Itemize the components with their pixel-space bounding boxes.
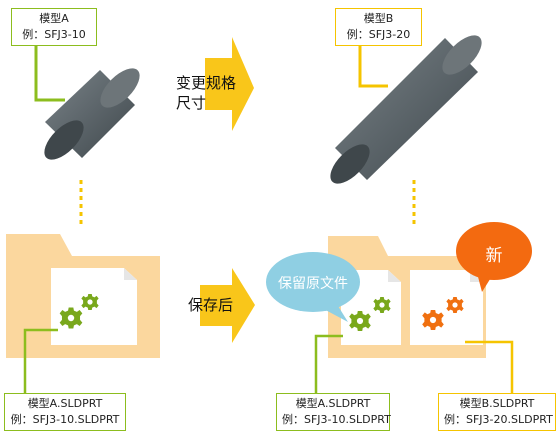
label-file-b-bottom: 模型B.SLDPRT 例：SFJ3-20.SLDPRT: [438, 393, 556, 431]
gear-icon-green-left-a: [59, 307, 83, 329]
model-a-name: 模型A: [39, 12, 69, 25]
connector-model-b-top: [358, 46, 388, 88]
model-b-example: 例：SFJ3-20: [346, 28, 411, 41]
gear-icon-orange-b: [446, 297, 464, 313]
model-a-example: 例：SFJ3-10: [22, 28, 86, 41]
gear-icon-green-left-b: [81, 294, 99, 310]
connector-model-a-top: [34, 44, 65, 102]
file-b-name: 模型B.SLDPRT: [459, 397, 535, 410]
label-model-a-top: 模型A 例：SFJ3-10: [11, 8, 97, 46]
arrow-save-text: 保存后: [188, 295, 233, 315]
arrow-save-label: 保存后: [188, 296, 234, 314]
arrow-change-line1: 变更规格: [176, 74, 237, 92]
file-a-left-example: 例：SFJ3-10.SLDPRT: [10, 413, 120, 426]
arrow-change-line2: 尺寸: [176, 94, 207, 112]
file-a-right-name: 模型A.SLDPRT: [295, 397, 371, 410]
gear-icon-green-right-b: [373, 297, 391, 313]
bubble-new: [456, 222, 532, 292]
label-file-a-bottom-right: 模型A.SLDPRT 例：SFJ3-10.SLDPRT: [276, 393, 391, 431]
bubble-keep-text: 保留原文件: [278, 276, 348, 292]
gear-icon-orange-a: [422, 310, 444, 330]
arrow-change-size-text: 变更规格 尺寸: [176, 73, 236, 113]
bubble-keep-original: [266, 252, 360, 322]
connector-file-a-right: [314, 334, 343, 393]
document-right-b: [410, 270, 483, 345]
connector-file-a-left: [23, 328, 58, 393]
file-a-right-example: 例：SFJ3-10.SLDPRT: [282, 413, 391, 426]
cylinder-model-a: [44, 68, 140, 160]
arrow-save: [200, 268, 255, 343]
arrow-change-size: [205, 37, 254, 131]
label-model-b-top: 模型B 例：SFJ3-20: [335, 8, 422, 46]
cylinder-model-b: [330, 35, 482, 184]
gear-icon-green-right-a: [349, 311, 371, 331]
file-a-left-name: 模型A.SLDPRT: [27, 397, 103, 410]
file-b-example: 例：SFJ3-20.SLDPRT: [444, 413, 553, 426]
label-file-a-bottom-left: 模型A.SLDPRT 例：SFJ3-10.SLDPRT: [4, 393, 126, 431]
connector-file-b: [465, 340, 514, 393]
bubble-new-text: 新: [485, 246, 503, 266]
model-b-name: 模型B: [363, 12, 394, 25]
